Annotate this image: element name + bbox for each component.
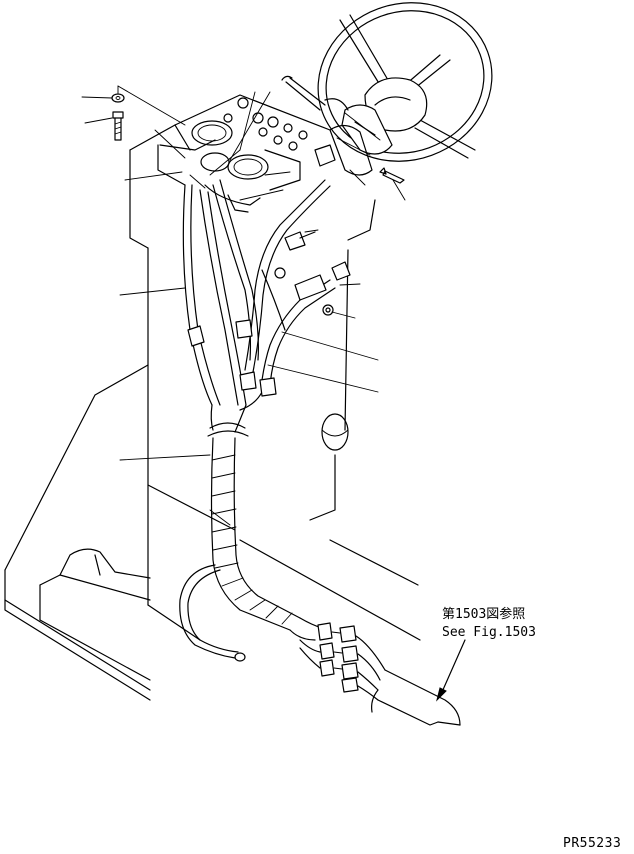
reference-note-jp: 第1503図参照 <box>442 606 525 622</box>
rear-connector-group <box>331 625 461 726</box>
leader-lines <box>81 85 406 526</box>
hardware-parts <box>111 93 405 184</box>
instrument-panel <box>157 94 331 213</box>
reference-note-en: See Fig.1503 <box>442 625 536 640</box>
reference-arrow <box>436 639 466 702</box>
wire-harness-main <box>182 144 351 437</box>
dash-pedestal <box>129 124 421 641</box>
drawing-code: PR55233 <box>563 836 621 851</box>
harness-conduit <box>179 437 335 677</box>
bolt-head <box>112 111 124 119</box>
floor-frame <box>4 364 151 701</box>
washer-part <box>111 93 125 103</box>
screw-part <box>382 170 405 184</box>
